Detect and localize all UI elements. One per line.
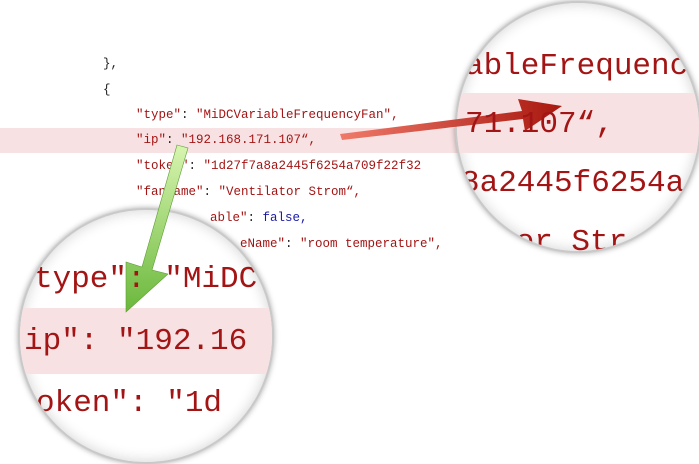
value: "Ventilator Strom“, [218,185,362,199]
magnifier-right: ableFrequenc 71.107“, 8a2445f6254a tor S… [455,1,699,253]
code-line-name: eName": "room temperature", [240,237,443,251]
magnified-line: 71.107“, [465,107,614,142]
open-brace: { [103,83,111,97]
key: "type" [136,108,182,122]
close-brace: }, [103,57,119,71]
colon: : [188,159,204,173]
magnified-line: ip": "192.16 [24,324,248,359]
code-line-type: "type": "MiDCVariableFrequencyFan", [136,108,399,122]
colon: : [203,185,219,199]
value: "192.168.171.107“, [181,133,317,147]
red-arrow-icon [340,99,562,140]
magnified-line: type": "MiDC [34,262,258,297]
code-line-ip: "ip": "192.168.171.107“, [136,133,316,147]
colon: : [181,108,197,122]
colon: : [247,211,263,225]
code-line-enable: able": false, [210,211,308,225]
value: "MiDCVariableFrequencyFan", [196,108,399,122]
key: "ip" [136,133,167,147]
colon: : [285,237,301,251]
magnified-line: tor Str [497,225,628,253]
value: "room temperature", [300,237,443,251]
key: able" [210,211,248,225]
green-arrow-icon [125,144,189,313]
key: eName" [240,237,286,251]
value: false, [262,211,308,225]
magnified-highlight [20,308,272,374]
magnifier-left: type": "MiDC ip": "192.16 oken": "1d [18,208,274,464]
magnified-highlight [457,93,699,153]
magnified-line: ableFrequenc [465,49,689,84]
value: "1d27f7a8a2445f6254a709f22f32 [203,159,422,173]
colon: : [166,133,182,147]
magnified-line: 8a2445f6254a [461,166,685,201]
magnified-line: oken": "1d [36,386,223,421]
